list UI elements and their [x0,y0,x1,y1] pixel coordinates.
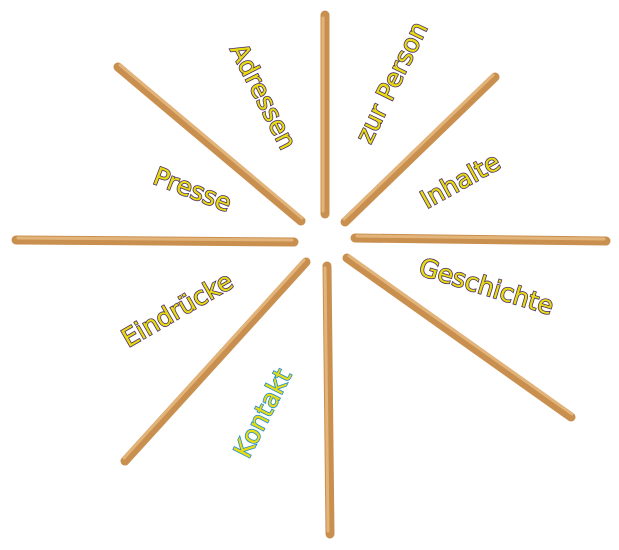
nav-link-geschichte[interactable]: Geschichte [415,252,558,322]
nav-link-eindruecke[interactable]: Eindrücke [116,266,239,354]
bamboo-stick-bottom-left [120,257,311,466]
bamboo-stick-bottom-right [342,253,576,422]
bamboo-stick-left [11,235,299,247]
bamboo-stick-top-left [113,62,306,226]
bamboo-stick-bottom [322,261,335,539]
bamboo-stick-right [350,233,611,246]
bamboo-sticks [11,10,611,539]
nav-link-presse[interactable]: Presse [149,161,237,219]
nav-link-kontakt[interactable]: Kontakt [227,363,298,463]
bamboo-stick-top-right [340,72,500,227]
nav-link-adressen[interactable]: Adressen [224,38,304,155]
nav-link-zur-person[interactable]: zur Person [349,16,434,148]
nav-link-inhalte[interactable]: Inhalte [415,146,506,215]
